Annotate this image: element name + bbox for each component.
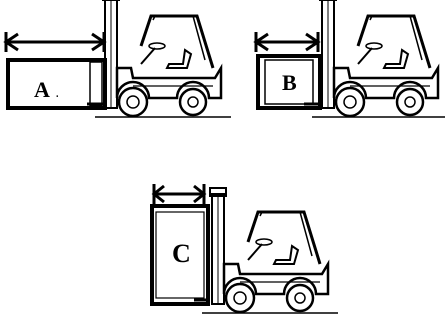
panel-label-a-mark: .: [56, 89, 59, 100]
panel-b: B: [256, 0, 445, 117]
panel-c: C: [152, 184, 338, 313]
panel-label-a: A: [34, 77, 50, 102]
panel-label-b: B: [282, 70, 297, 95]
forklift-icon: [304, 0, 445, 117]
panel-label-c: C: [172, 239, 191, 268]
panel-a: A .: [6, 0, 231, 117]
forklift-icon: [87, 0, 231, 117]
forklift-icon: [194, 188, 338, 313]
